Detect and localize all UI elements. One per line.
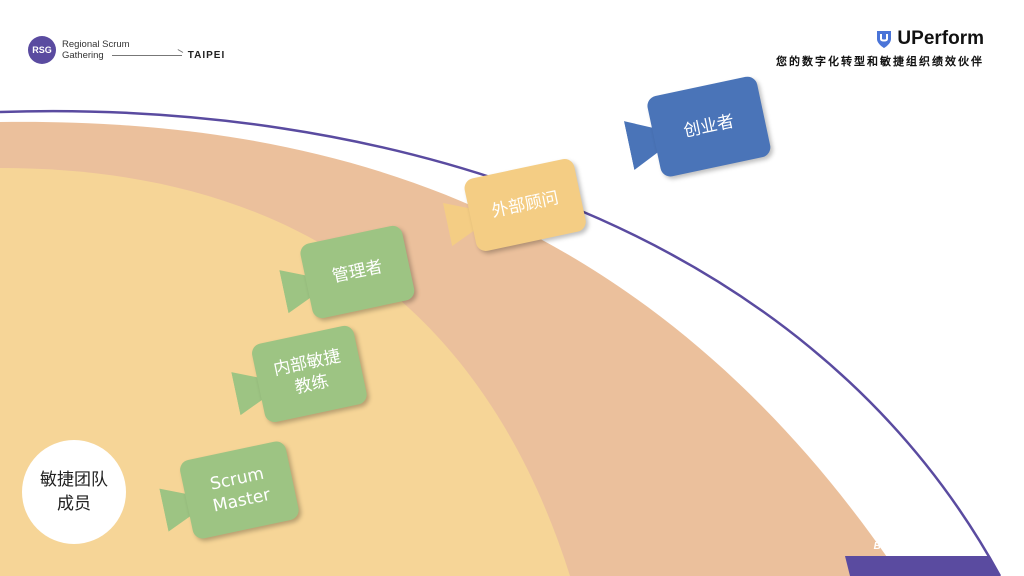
uperform-logo: UPerform 您的数字化转型和敏捷组织绩效伙伴 — [776, 28, 984, 69]
camera-lens-icon — [231, 372, 266, 416]
rsg-text: Regional Scrum Gathering TAIPEI — [62, 39, 225, 61]
brand-name: UPerform — [897, 28, 984, 49]
camera-lens-icon — [442, 203, 477, 247]
rsg-line1: Regional Scrum — [62, 39, 130, 50]
camera-external-consultant: 外部顾问 — [439, 156, 593, 263]
rsg-line2: Gathering — [62, 50, 104, 61]
rsg-line2-row: Gathering TAIPEI — [62, 50, 225, 61]
footer-wedge — [845, 556, 1000, 576]
camera-internal-coach: 内部敏捷 教练 — [227, 323, 374, 433]
uperform-top: UPerform — [776, 28, 984, 50]
footer-slogan: Be Agile! Run Scrum! — [873, 541, 976, 552]
rsg-city: TAIPEI — [187, 50, 226, 61]
brand-tagline: 您的数字化转型和敏捷组织绩效伙伴 — [776, 55, 984, 68]
camera-scrum-master: Scrum Master — [155, 439, 305, 549]
rsg-logo: RSG Regional Scrum Gathering TAIPEI — [28, 36, 225, 64]
team-member-line1: 敏捷团队 — [40, 470, 108, 490]
camera-lens-icon — [159, 488, 194, 532]
camera-lens-icon — [623, 121, 661, 171]
rsg-badge: RSG — [28, 36, 56, 64]
camera-founder: 创业者 — [620, 74, 776, 191]
team-member-text: 敏捷团队 成员 — [40, 468, 108, 516]
arrow-icon — [111, 55, 182, 56]
camera-lens-icon — [279, 270, 314, 314]
uperform-shield-icon — [877, 31, 892, 48]
team-member-circle: 敏捷团队 成员 — [22, 440, 126, 544]
camera-manager: 管理者 — [275, 223, 421, 329]
team-member-line2: 成员 — [57, 494, 91, 514]
